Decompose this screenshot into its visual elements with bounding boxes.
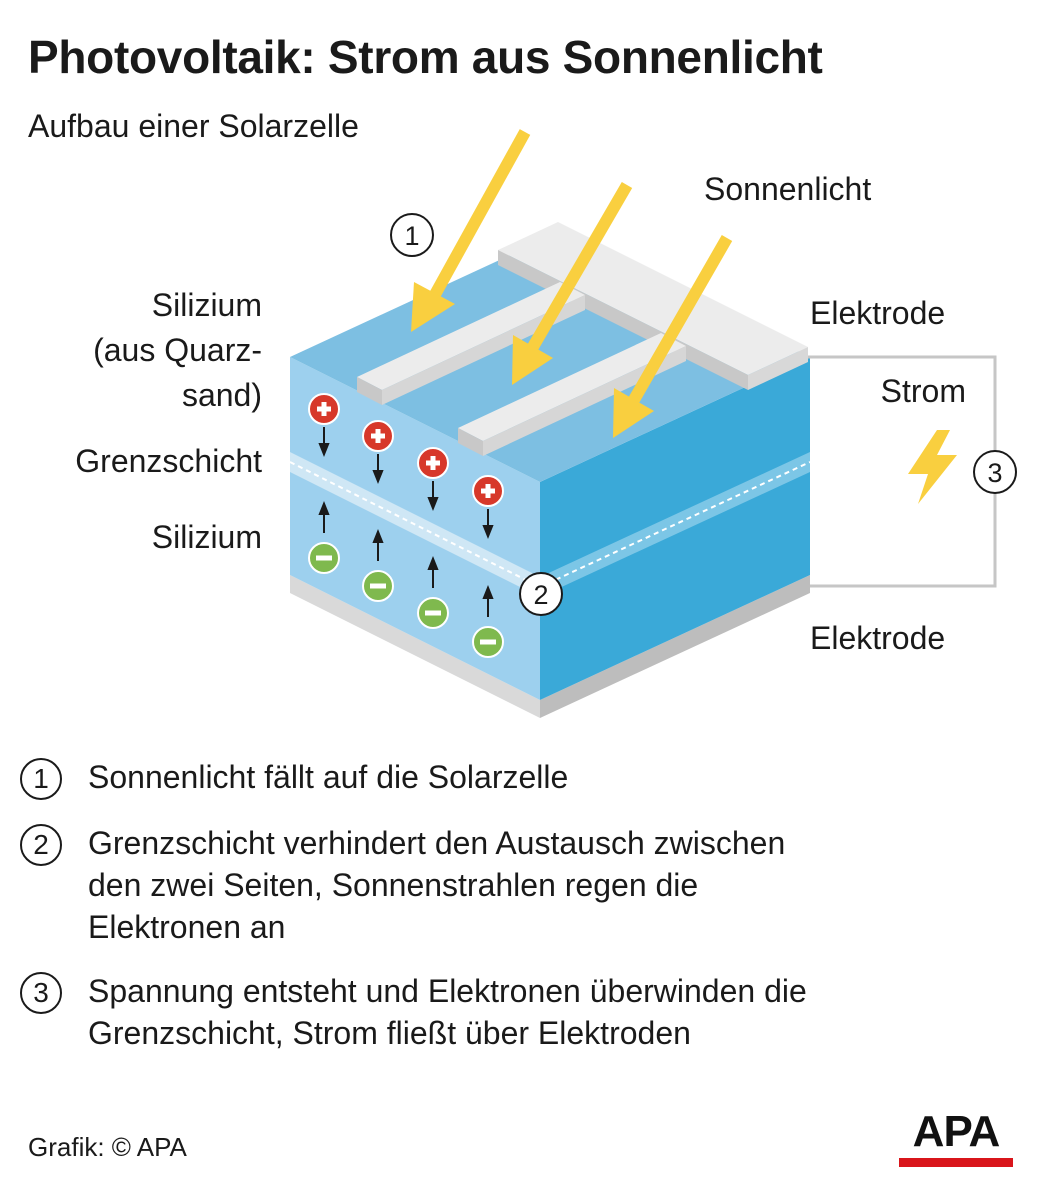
legend-text-3-line-2: Grenzschicht, Strom fließt über Elektrod…	[88, 1015, 691, 1051]
page-subtitle: Aufbau einer Solarzelle	[28, 108, 359, 144]
legend-text-1-line-1: Sonnenlicht fällt auf die Solarzelle	[88, 759, 569, 795]
sunlight-arrow-3	[613, 235, 733, 438]
electrode-finger-1-front	[357, 377, 382, 405]
label-current: Strom	[881, 373, 966, 409]
legend-item-2: 2 Grenzschicht verhindert den Austausch …	[20, 822, 980, 948]
solar-cell-diagram: 1 2 3 Sonnenlicht Silizium (aus Quarz- s…	[75, 129, 1017, 718]
marker-3: 3	[973, 450, 1017, 494]
top-electrode-bar-top	[498, 222, 808, 375]
electrode-finger-2-side	[483, 346, 686, 456]
positive-charge-1	[308, 393, 340, 457]
credit: Grafik: © APA	[28, 1132, 187, 1162]
negative-charge-1	[308, 501, 340, 574]
legend-number-2: 2	[20, 824, 62, 866]
label-silicon-top-2: (aus Quarz-	[93, 332, 262, 368]
bottom-electrode-front	[290, 575, 540, 718]
legend-text-2: Grenzschicht verhindert den Austausch zw…	[88, 822, 785, 948]
label-electrode-top: Elektrode	[810, 295, 945, 331]
label-silicon-bottom: Silizium	[152, 519, 262, 555]
label-silicon-top-1: Silizium	[152, 287, 262, 323]
apa-logo: APA	[899, 1110, 1013, 1167]
apa-logo-bar	[899, 1158, 1013, 1167]
negative-charge-4	[472, 585, 504, 658]
legend-item-1: 1 Sonnenlicht fällt auf die Solarzelle	[20, 756, 980, 800]
legend-text-3-line-1: Spannung entsteht und Elektronen überwin…	[88, 973, 807, 1009]
legend-text-2-line-1: Grenzschicht verhindert den Austausch zw…	[88, 825, 786, 861]
legend-text-2-line-3: Elektronen an	[88, 909, 286, 945]
lightning-bolt-icon	[908, 430, 957, 504]
negative-charge-2	[362, 529, 394, 602]
legend-item-3: 3 Spannung entsteht und Elektronen überw…	[20, 970, 980, 1054]
boundary-layer-side	[540, 452, 810, 597]
sunlight-arrow-1	[411, 129, 531, 332]
electrode-finger-2-front	[458, 428, 483, 456]
marker-1: 1	[390, 213, 434, 257]
label-boundary: Grenzschicht	[75, 443, 262, 479]
marker-1-number: 1	[404, 221, 419, 251]
legend: 1 Sonnenlicht fällt auf die Solarzelle 2…	[20, 756, 980, 1076]
legend-text-1: Sonnenlicht fällt auf die Solarzelle	[88, 756, 568, 798]
page-title: Photovoltaik: Strom aus Sonnenlicht	[28, 31, 823, 83]
label-silicon-top-3: sand)	[182, 377, 262, 413]
electrode-finger-1-side	[382, 295, 585, 405]
legend-number-1: 1	[20, 758, 62, 800]
legend-text-2-line-2: den zwei Seiten, Sonnenstrahlen regen di…	[88, 867, 699, 903]
positive-charge-2	[362, 420, 394, 484]
positive-charge-3	[417, 447, 449, 511]
marker-2-number: 2	[533, 580, 548, 610]
marker-2: 2	[519, 572, 563, 616]
marker-3-number: 3	[987, 458, 1002, 488]
label-sunlight: Sonnenlicht	[704, 171, 871, 207]
label-electrode-bottom: Elektrode	[810, 620, 945, 656]
legend-text-3: Spannung entsteht und Elektronen überwin…	[88, 970, 807, 1054]
electrode-finger-2-top	[458, 333, 686, 441]
apa-logo-text: APA	[912, 1107, 1001, 1156]
sunlight-arrow-2	[512, 181, 633, 385]
bottom-electrode-side	[540, 575, 810, 718]
electrode-finger-1-top	[357, 282, 585, 390]
negative-charge-3	[417, 556, 449, 629]
legend-number-3: 3	[20, 972, 62, 1014]
positive-charge-4	[472, 475, 504, 539]
top-electrode-bar-side	[748, 347, 808, 390]
